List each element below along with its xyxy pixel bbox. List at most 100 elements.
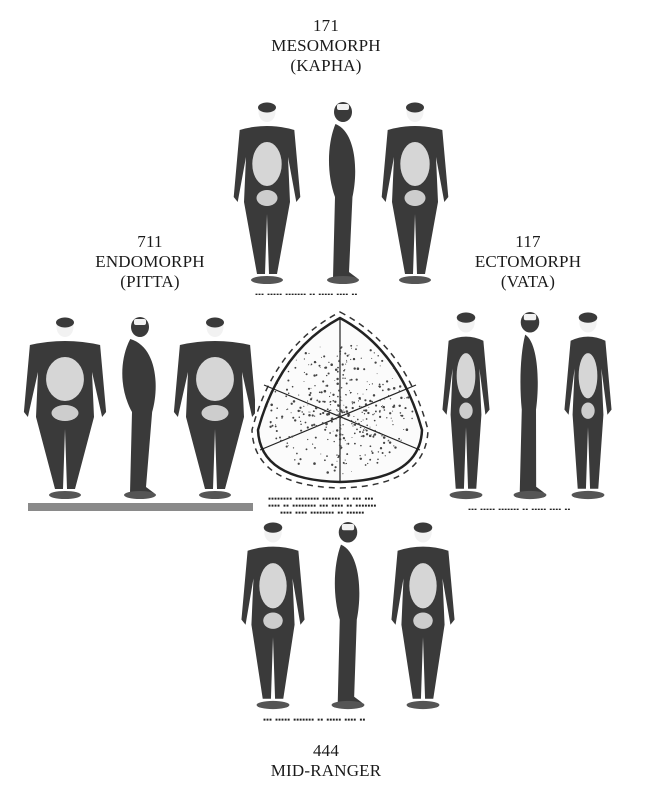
sample-dot xyxy=(380,447,382,449)
sample-dot xyxy=(361,421,362,422)
sample-dot xyxy=(291,412,292,413)
sample-dot xyxy=(374,361,376,363)
sample-dot xyxy=(357,367,360,370)
sample-dot xyxy=(320,413,322,415)
sample-dot xyxy=(288,393,290,395)
sample-dot xyxy=(324,367,326,369)
sample-dot xyxy=(365,464,367,466)
sample-dot xyxy=(331,418,333,420)
sample-dot xyxy=(344,378,345,379)
sample-dot xyxy=(382,406,385,409)
sample-dot xyxy=(328,413,331,416)
sample-dot xyxy=(352,407,354,409)
sample-dot xyxy=(307,401,308,402)
sample-dot xyxy=(298,463,300,465)
sample-dot xyxy=(344,463,345,464)
sample-dot xyxy=(354,367,356,369)
sample-dot xyxy=(315,425,317,427)
sample-dot xyxy=(342,473,343,474)
sample-dot xyxy=(404,407,406,409)
sample-dot xyxy=(338,360,340,362)
sample-dot xyxy=(365,403,367,405)
ectomorph-dosha: (VATA) xyxy=(458,272,598,292)
sample-dot xyxy=(348,413,350,415)
mesomorph-number: 171 xyxy=(256,16,396,36)
sample-dot xyxy=(343,438,345,440)
sample-dot xyxy=(347,355,349,357)
sample-dot xyxy=(401,415,403,417)
sample-dot xyxy=(337,396,339,398)
sample-dot xyxy=(371,434,372,435)
sample-dot xyxy=(280,440,282,442)
ectomorph-figures: ▪▪▪ ▪▪▪▪▪ ▪▪▪▪▪▪▪ ▪▪ ▪▪▪▪▪ ▪▪▪▪ ▪▪ xyxy=(438,310,623,510)
somatotype-triangle-diagram: ▪▪▪▪▪▪▪▪ ▪▪▪▪▪▪▪▪ ▪▪▪▪▪▪ ▪▪ ▪▪▪ ▪▪▪ ▪▪▪▪… xyxy=(250,310,430,520)
sample-dot xyxy=(366,429,368,431)
sample-dot xyxy=(300,421,301,422)
sample-dot xyxy=(288,436,290,438)
sample-dot xyxy=(315,407,317,409)
sample-dot xyxy=(351,423,352,424)
sample-dot xyxy=(386,417,387,418)
sample-dot xyxy=(363,368,365,370)
diagram-caption-line-2: ▪▪▪▪ ▪▪ ▪▪▪▪▪▪▪▪ ▪▪▪ ▪▪▪▪ ▪▪ ▪▪▪▪▪▪▪ xyxy=(268,503,376,509)
sample-dot xyxy=(300,430,302,432)
sample-dot xyxy=(374,420,376,422)
sample-dot xyxy=(296,360,297,361)
sample-dot xyxy=(326,455,328,457)
sample-dot xyxy=(355,421,356,422)
sample-dot xyxy=(330,363,333,366)
sample-dot xyxy=(373,394,375,396)
sample-dot xyxy=(299,410,300,411)
sample-dot xyxy=(367,412,369,414)
sample-dot xyxy=(331,464,333,466)
sample-dot xyxy=(381,360,383,362)
mesomorph-dosha: (KAPHA) xyxy=(256,56,396,76)
sample-dot xyxy=(374,352,375,353)
sample-dot xyxy=(377,459,379,461)
sample-dot xyxy=(400,440,401,441)
sample-dot xyxy=(372,436,374,438)
sample-dot xyxy=(403,418,404,419)
sample-dot xyxy=(370,349,372,351)
sample-dot xyxy=(376,462,378,464)
sample-dot xyxy=(343,410,344,411)
sample-dot xyxy=(353,401,355,403)
sample-dot xyxy=(390,398,391,399)
sample-dot xyxy=(359,455,360,456)
sample-dot xyxy=(369,459,371,461)
sample-dot xyxy=(362,412,363,413)
sample-dot xyxy=(321,391,323,393)
sample-dot xyxy=(337,356,338,357)
sample-dot xyxy=(336,378,338,380)
sample-dot xyxy=(267,406,268,407)
sample-dot xyxy=(342,374,344,376)
sample-dot xyxy=(406,397,407,398)
sample-dot xyxy=(318,365,320,367)
sample-dot xyxy=(349,379,351,381)
sample-dot xyxy=(288,371,290,373)
sample-dot xyxy=(339,413,341,415)
endomorph-base-bar xyxy=(28,503,253,511)
sample-dot xyxy=(335,466,337,468)
sample-dot xyxy=(365,409,368,412)
sample-dot xyxy=(332,394,334,396)
sample-dot xyxy=(379,384,381,386)
sample-dot xyxy=(332,400,334,402)
sample-dot xyxy=(272,425,274,427)
sample-dot xyxy=(393,405,395,407)
sample-dot xyxy=(300,424,302,426)
sample-dot xyxy=(339,350,341,352)
ectomorph-label: 117 ECTOMORPH (VATA) xyxy=(458,232,598,292)
sample-dot xyxy=(307,439,308,440)
endomorph-figures: ▪▪▪ ▪▪▪▪▪ ▪▪▪▪▪▪▪ ▪▪ ▪▪▪▪▪ ▪▪▪▪ ▪▪ xyxy=(20,315,255,515)
sample-dot xyxy=(384,409,386,411)
sample-dot xyxy=(338,390,340,392)
sample-dot xyxy=(338,411,339,412)
sample-dot xyxy=(329,396,330,397)
sample-dot xyxy=(370,445,372,447)
sample-dot xyxy=(372,414,373,415)
sample-dot xyxy=(400,412,402,414)
sample-dot xyxy=(298,410,300,412)
sample-dot xyxy=(411,411,413,413)
sample-dot xyxy=(324,459,326,461)
